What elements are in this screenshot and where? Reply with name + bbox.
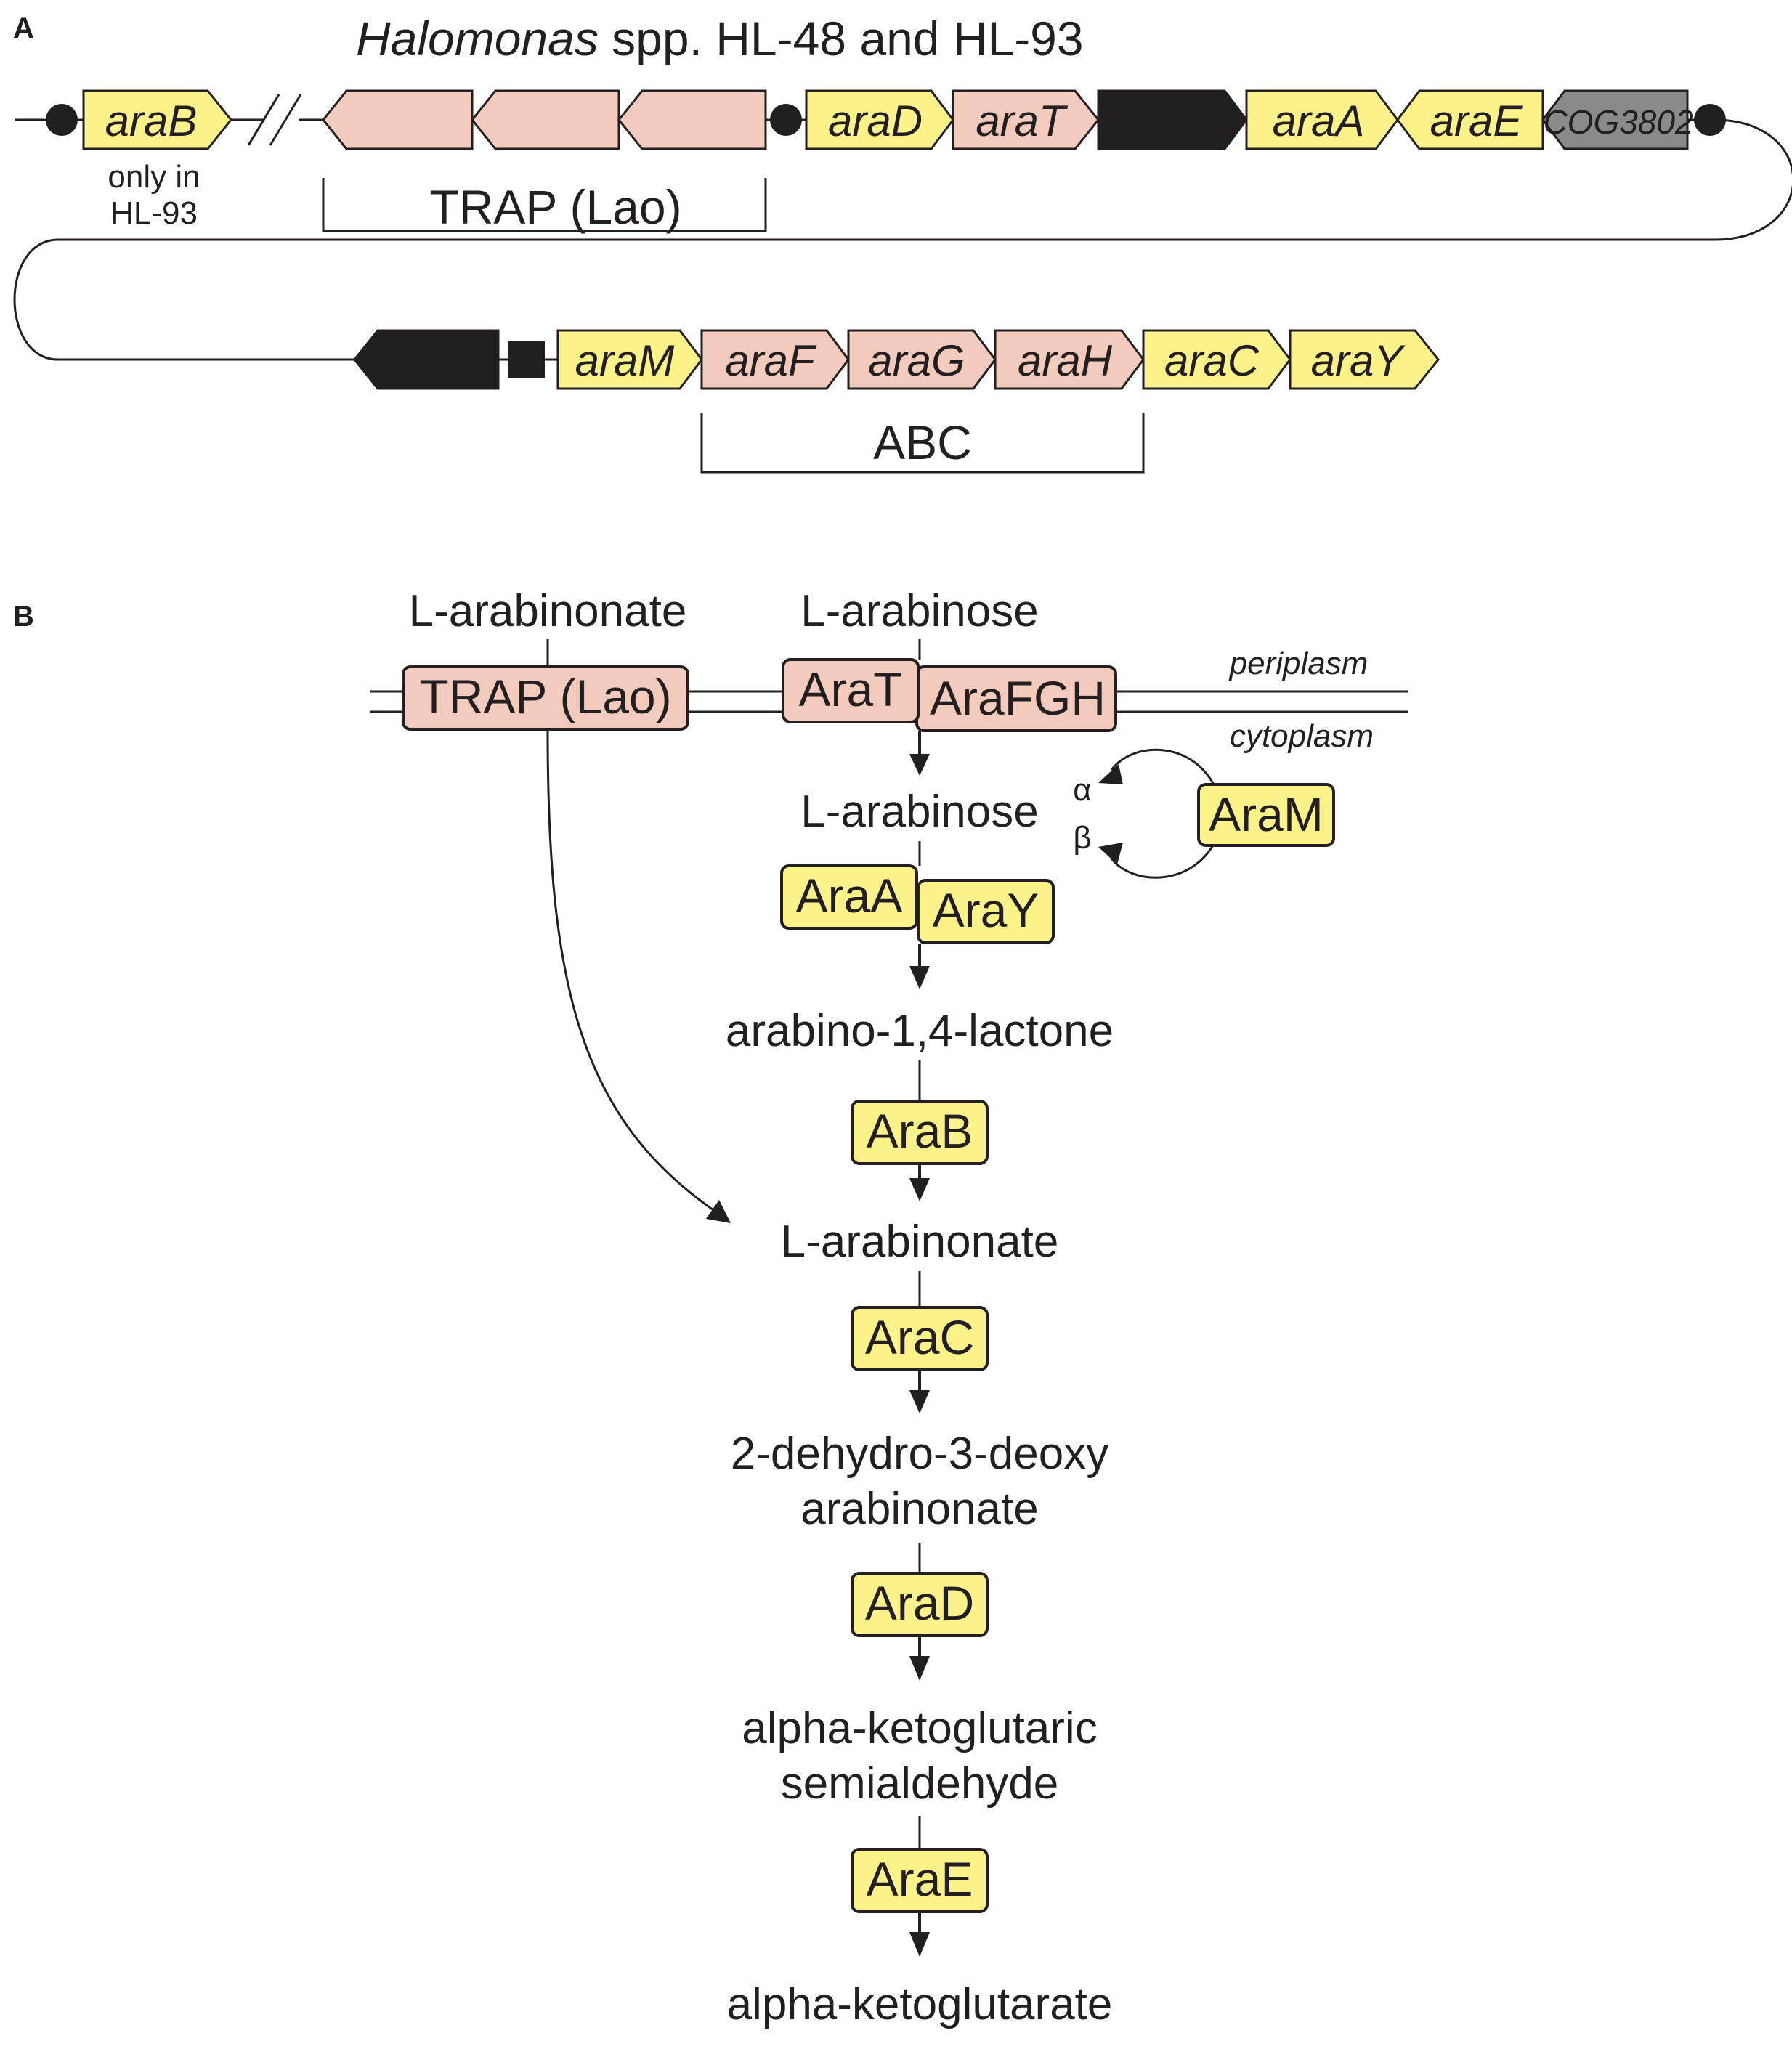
metabolite-2-dehydro-line2: arabinonate: [800, 1484, 1039, 1534]
enzyme-araa: AraA: [780, 864, 918, 930]
enzyme-arae: AraE: [851, 1848, 989, 1913]
only-in-label: only in: [108, 159, 200, 195]
svg-text:araE: araE: [1430, 97, 1523, 145]
panel-a-label: A: [13, 12, 34, 44]
enzyme-arab: AraB: [851, 1100, 989, 1165]
enzyme-arac: AraC: [851, 1306, 989, 1371]
svg-text:TRAP (Lao): TRAP (Lao): [419, 670, 671, 723]
svg-text:araB: araB: [105, 97, 198, 145]
enzyme-aray: AraY: [917, 879, 1055, 944]
svg-text:AraC: AraC: [865, 1310, 974, 1364]
gene-araT: araT: [952, 89, 1100, 150]
svg-text:AraB: AraB: [867, 1104, 973, 1158]
gene-araF: araF: [700, 329, 850, 390]
svg-text:araT: araT: [976, 97, 1069, 145]
gene-araC: araC: [1142, 329, 1292, 390]
metabolite-l-arabinonate-periplasm: L-arabinonate: [409, 586, 687, 636]
gene-araR2: araR2: [1097, 89, 1248, 150]
panel-a-title: Halomonas spp. HL-48 and HL-93: [356, 12, 1084, 65]
svg-text:araY: araY: [1311, 336, 1406, 385]
gene-araE: araE: [1396, 89, 1544, 150]
svg-text:araG: araG: [868, 336, 965, 385]
metabolite-akg-semialdehyde-line2: semialdehyde: [781, 1758, 1059, 1809]
trap-bracket: [322, 178, 767, 232]
panel-b-label: B: [13, 601, 34, 633]
terminator-dot: [770, 104, 802, 136]
gene-trap-3: [617, 89, 767, 150]
enzyme-aram: AraM: [1197, 783, 1335, 847]
gene-araG: araG: [847, 329, 997, 390]
svg-text:AraD: AraD: [865, 1576, 974, 1630]
svg-text:AraA: AraA: [796, 869, 903, 922]
gene-araD: araD: [805, 89, 954, 150]
svg-text:araD: araD: [828, 97, 923, 145]
svg-text:COG3802: COG3802: [1543, 103, 1693, 141]
trap-bracket-label: TRAP (Lao): [429, 180, 681, 234]
terminator-dot: [46, 104, 78, 136]
svg-text:AraT: AraT: [798, 662, 902, 716]
alpha-label: α: [1073, 772, 1091, 808]
metabolite-l-arabinose-periplasm: L-arabinose: [800, 586, 1038, 636]
hl93-label: HL-93: [110, 195, 198, 231]
svg-text:AraM: AraM: [1209, 787, 1323, 841]
gene-araA: araA: [1245, 89, 1399, 150]
svg-text:araR2: araR2: [1111, 97, 1230, 145]
enzyme-trap-lao: TRAP (Lao): [402, 665, 689, 731]
beta-label: β: [1073, 820, 1091, 856]
terminator-dot: [1694, 104, 1726, 136]
gene-trap-2: [471, 89, 620, 150]
metabolite-l-arabinonate: L-arabinonate: [781, 1217, 1059, 1267]
svg-text:araC: araC: [1164, 336, 1260, 385]
gene-trap-1: [322, 89, 474, 150]
enzyme-arad: AraD: [851, 1572, 989, 1637]
metabolite-2-dehydro-line1: 2-dehydro-3-deoxy: [731, 1429, 1108, 1479]
svg-text:AraE: AraE: [867, 1852, 973, 1906]
cytoplasm-label: cytoplasm: [1230, 718, 1374, 754]
svg-text:araR: araR: [383, 336, 477, 385]
svg-text:AraY: AraY: [933, 883, 1039, 937]
svg-text:araH: araH: [1018, 336, 1113, 385]
gene-araM: araM: [556, 329, 703, 390]
enzyme-arafgh: AraFGH: [915, 665, 1117, 732]
gene-araR: araR: [353, 329, 500, 390]
gene-cog3802: COG3802: [1541, 89, 1694, 150]
svg-text:araM: araM: [575, 336, 675, 385]
panel-a: A Halomonas spp. HL-48 and HL-93 araB: [13, 12, 1792, 474]
enzyme-arat: AraT: [782, 658, 920, 723]
metabolite-akg-semialdehyde-line1: alpha-ketoglutaric: [742, 1703, 1097, 1753]
svg-text:araA: araA: [1273, 97, 1365, 145]
svg-text:AraFGH: AraFGH: [930, 671, 1106, 725]
abc-bracket: [700, 413, 1145, 474]
gene-araB: araB: [82, 89, 232, 150]
svg-text:araF: araF: [725, 336, 817, 385]
metabolite-akg: alpha-ketoglutarate: [727, 1979, 1113, 2029]
title-rest: spp. HL-48 and HL-93: [599, 12, 1084, 65]
metabolite-lactone: arabino-1,4-lactone: [726, 1006, 1114, 1056]
metabolite-l-arabinose-cytoplasm: L-arabinose: [800, 787, 1038, 837]
gene-araY: araY: [1289, 329, 1440, 390]
title-genus: Halomonas: [356, 12, 599, 65]
abc-bracket-label: ABC: [873, 415, 972, 469]
periplasm-label: periplasm: [1228, 646, 1369, 681]
panel-b: B periplasm cytoplasm L-arabinonate L-ar…: [13, 586, 1408, 2029]
gene-araH: araH: [994, 329, 1145, 390]
promoter-square: [508, 341, 545, 378]
